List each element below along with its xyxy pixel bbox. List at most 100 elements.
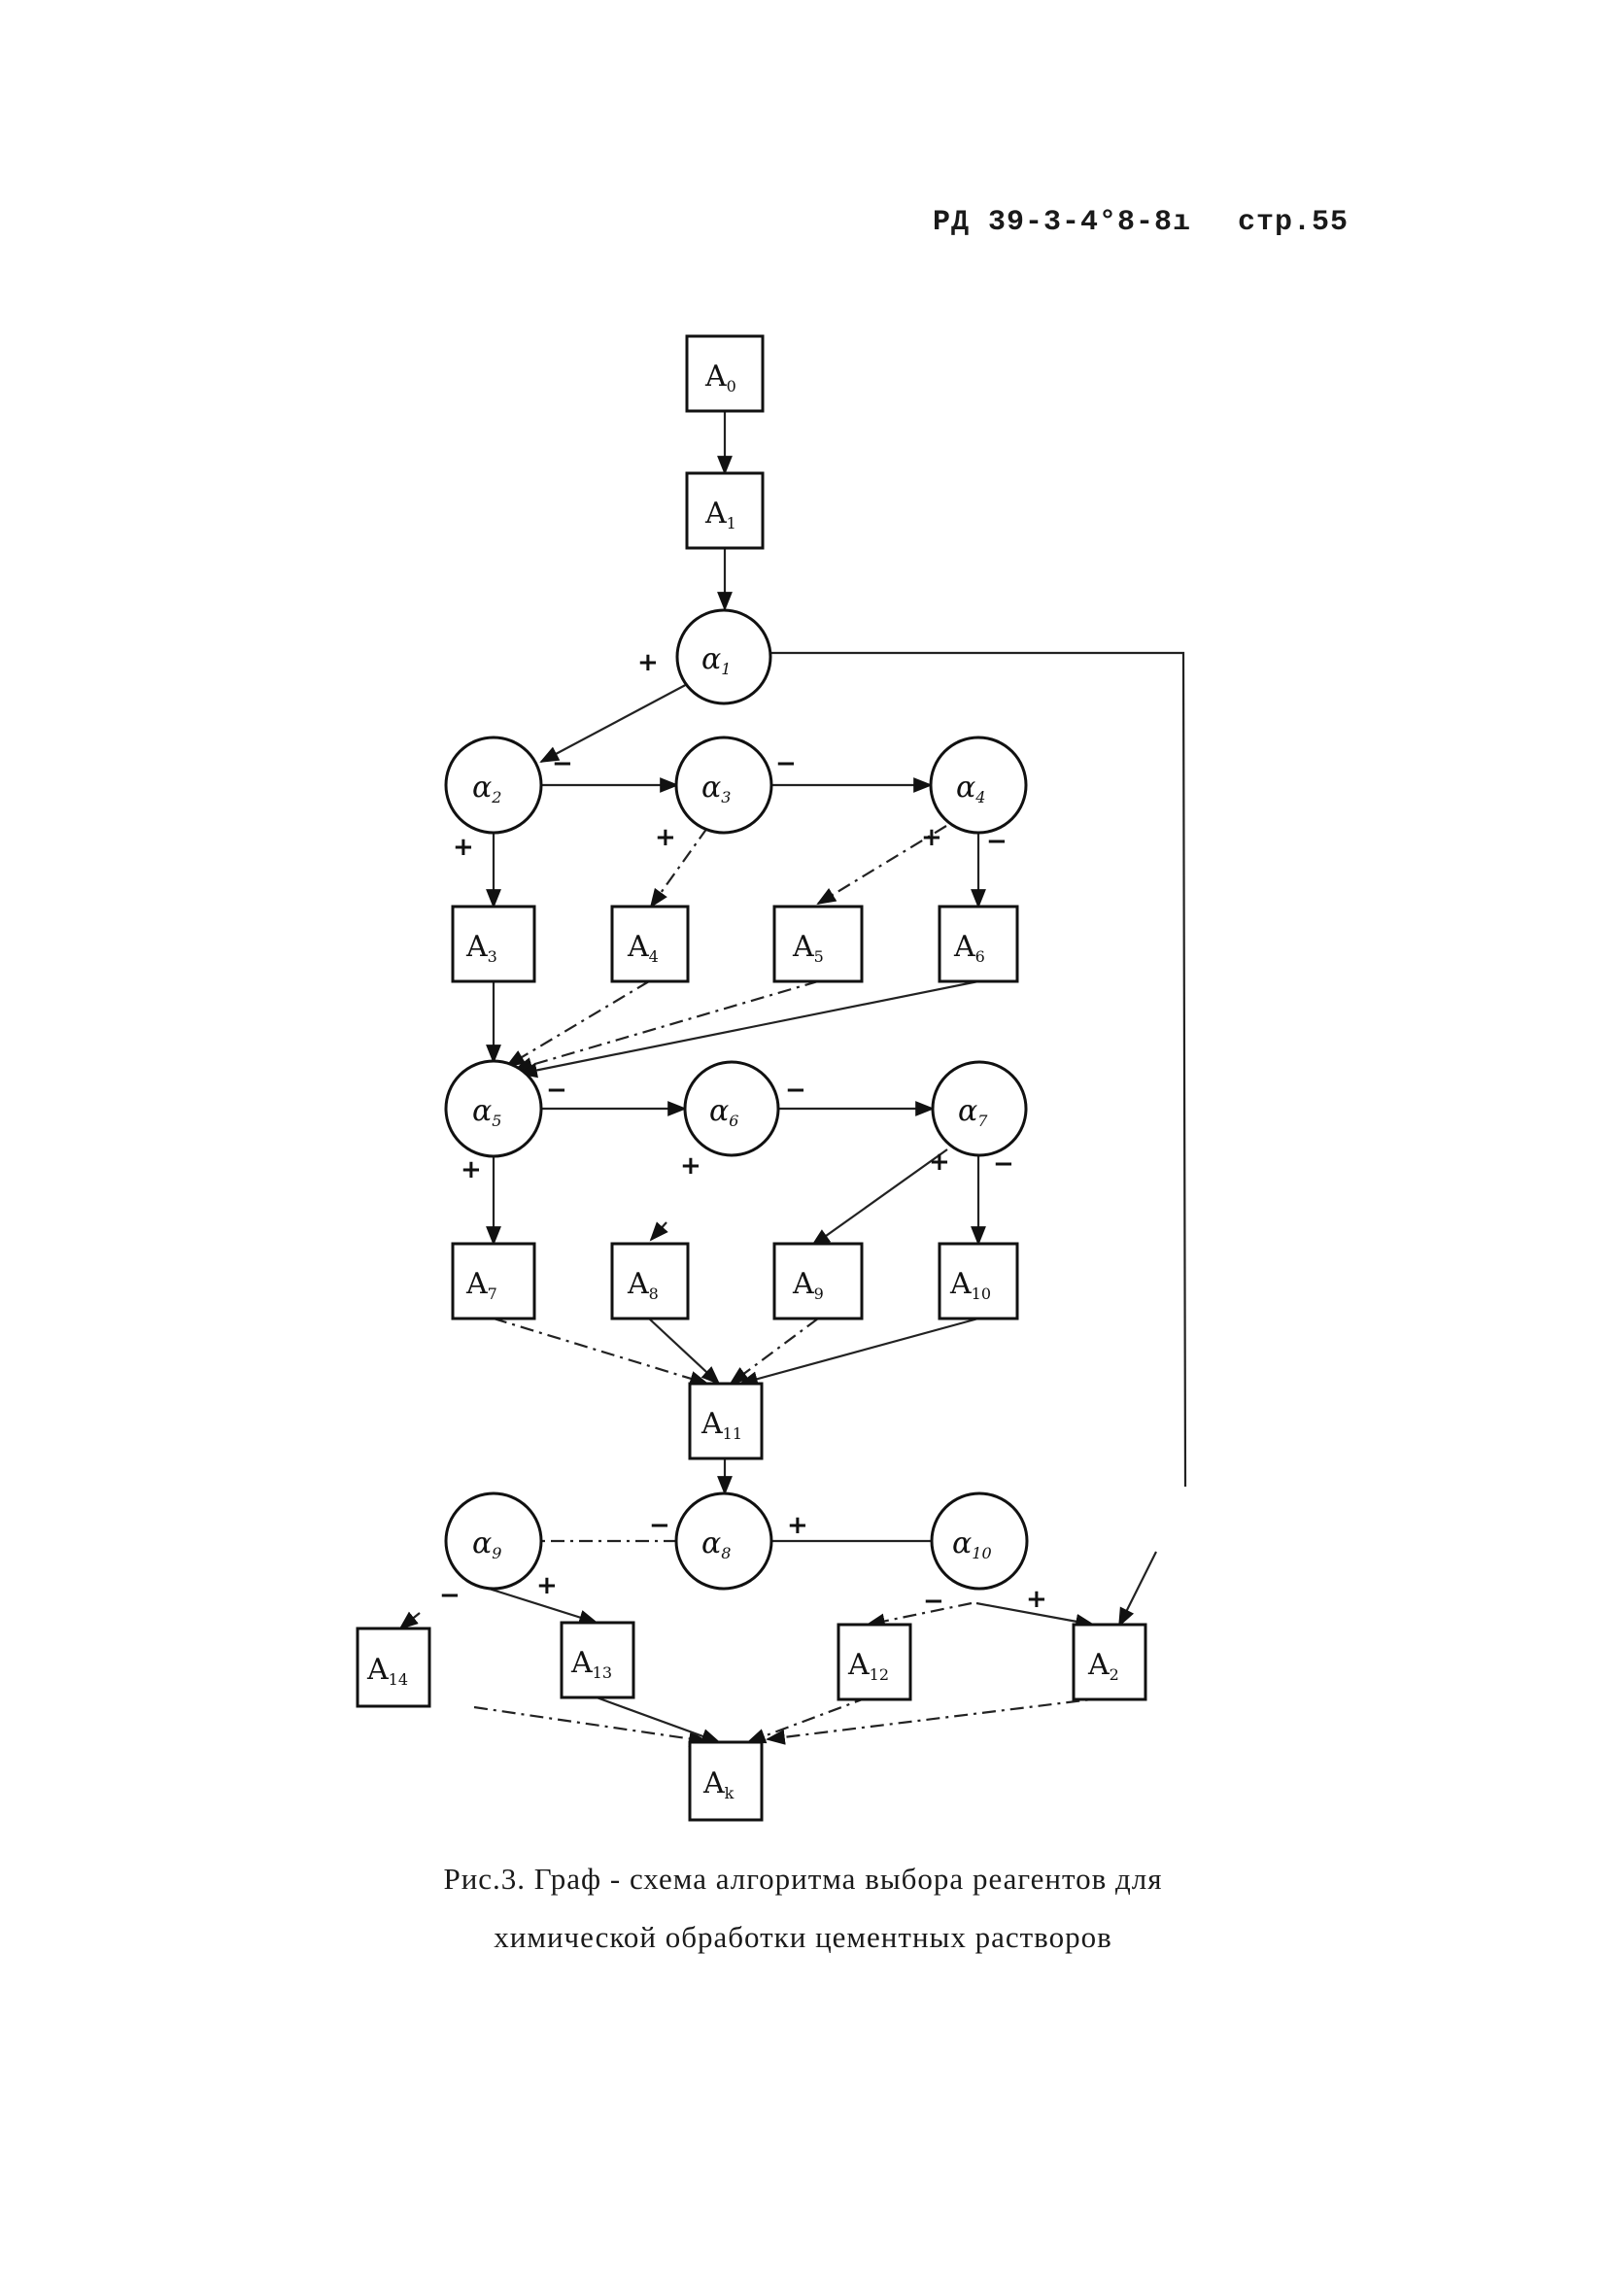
node-alpha3: α3 (674, 736, 773, 835)
node-alpha1: α1 (675, 608, 772, 705)
sign-a5-minus: − (546, 1076, 567, 1105)
sign-a10-plus: + (1026, 1585, 1047, 1614)
edge-a13-ak (596, 1696, 721, 1744)
condition-nodes: α1 α2 α3 α4 α5 α6 α7 α9 α8 α10 (444, 608, 1029, 1591)
svg-text:A7: A7 (465, 1267, 497, 1303)
svg-text:α1: α1 (701, 642, 731, 678)
node-alpha7: α7 (931, 1060, 1028, 1157)
node-a9: A9 (772, 1242, 864, 1320)
node-a13: A13 (560, 1621, 635, 1699)
document-id: РД 39-3-4°8-8ı (933, 206, 1192, 239)
svg-text:α10: α10 (952, 1526, 992, 1562)
svg-text:A0: A0 (704, 360, 736, 395)
edge-a8-a11 (648, 1318, 721, 1386)
sign-a3-plus: + (655, 823, 676, 852)
node-a4: A4 (610, 905, 690, 983)
edge-a-9-a14-stub (398, 1611, 421, 1630)
node-alpha9: α9 (444, 1491, 543, 1591)
svg-text:A14: A14 (366, 1653, 408, 1689)
svg-text:α6: α6 (709, 1094, 738, 1130)
svg-text:α3: α3 (701, 771, 731, 806)
svg-text:A12: A12 (847, 1648, 889, 1684)
node-a0: A0 (685, 334, 765, 413)
svg-text:A1: A1 (704, 497, 736, 532)
svg-text:α9: α9 (472, 1526, 501, 1562)
edge-bypass-a2-arrow (1118, 1551, 1157, 1628)
figure-caption-line-1: Рис.3. Граф - схема алгоритма выбора реа… (443, 1862, 1163, 1896)
page-number: стр.55 (1238, 206, 1350, 239)
node-a3: A3 (451, 905, 536, 983)
svg-text:A11: A11 (700, 1407, 742, 1443)
node-a11: A11 (688, 1382, 764, 1460)
sign-a8-minus: − (649, 1511, 670, 1540)
node-alpha8: α8 (674, 1491, 773, 1591)
edge-a-1-a-2 (539, 680, 694, 763)
node-a7: A7 (451, 1242, 536, 1320)
node-alpha5: α5 (444, 1059, 543, 1158)
node-ak: Ak (688, 1740, 764, 1822)
sign-a4-plus: + (921, 823, 942, 852)
edge-a6-a-5 (518, 979, 979, 1079)
svg-text:Ak: Ak (702, 1766, 735, 1802)
sign-a2-minus: − (552, 749, 573, 778)
node-alpha4: α4 (929, 736, 1028, 835)
edge-a-6-a8-stub (649, 1221, 668, 1242)
svg-text:A2: A2 (1087, 1648, 1119, 1684)
edge-a10-a11 (738, 1317, 979, 1387)
edges (398, 411, 1187, 1747)
svg-text:A13: A13 (570, 1646, 612, 1682)
edge-a5-a-5 (513, 979, 819, 1073)
svg-text:A9: A9 (792, 1267, 824, 1303)
edge-a4-a-5 (505, 980, 650, 1068)
edge-a-4-a5 (816, 825, 947, 906)
document-header: РД 39-3-4°8-8ı стр.55 (933, 206, 1395, 239)
operator-nodes: A0 A1 A3 A4 A5 A6 A7 A8 A9 A10 A11 A14 A… (356, 334, 1147, 1822)
edge-a2-ak (766, 1696, 1109, 1745)
sign-a7-minus: − (993, 1149, 1014, 1179)
edge-a7-a11 (493, 1317, 709, 1387)
svg-text:A3: A3 (465, 930, 497, 966)
node-alpha10: α10 (930, 1491, 1029, 1591)
svg-text:α8: α8 (701, 1526, 731, 1562)
node-a1: A1 (685, 471, 765, 550)
node-alpha6: α6 (683, 1060, 780, 1157)
sign-a4-minus: − (986, 827, 1008, 856)
edge-a14-ak (473, 1705, 708, 1747)
svg-text:A10: A10 (949, 1267, 991, 1303)
sign-a8-plus: + (787, 1511, 808, 1540)
sign-a6-plus: + (680, 1151, 701, 1181)
edge-a-10-a12 (866, 1601, 973, 1629)
sign-a10-minus: − (923, 1587, 944, 1616)
sign-a7-plus: + (929, 1148, 950, 1177)
edge-a-7-a9 (810, 1148, 948, 1248)
edge-a12-ak (746, 1696, 869, 1744)
sign-a2-plus: + (453, 833, 474, 862)
node-a12: A12 (837, 1623, 912, 1701)
edge-a-9-a13 (482, 1585, 598, 1626)
node-a14: A14 (356, 1627, 431, 1708)
node-a8: A8 (610, 1242, 690, 1320)
sign-a6-minus: − (785, 1076, 806, 1105)
node-a6: A6 (938, 905, 1019, 983)
sign-a9-plus: + (536, 1571, 558, 1600)
node-alpha2: α2 (444, 736, 543, 835)
edge-a-3-a4 (649, 827, 708, 908)
svg-text:A4: A4 (627, 930, 659, 966)
edge-a-1-bypass-a2 (770, 651, 1187, 1488)
svg-text:A8: A8 (627, 1267, 659, 1303)
svg-text:α5: α5 (472, 1094, 501, 1130)
branch-signs: + − + − + + − − + − + + − − + − + − + (439, 648, 1047, 1616)
sign-a3-minus: − (775, 749, 797, 778)
figure-caption-line-2: химической обработки цементных растворов (494, 1920, 1112, 1954)
svg-text:α4: α4 (956, 771, 985, 806)
svg-text:A5: A5 (792, 930, 824, 966)
node-a5: A5 (772, 905, 864, 983)
svg-text:α7: α7 (958, 1094, 988, 1130)
node-a10: A10 (938, 1242, 1019, 1320)
svg-text:α2: α2 (472, 771, 501, 806)
sign-a1-plus: + (637, 648, 659, 677)
sign-a5-plus: + (461, 1155, 482, 1184)
node-a2: A2 (1072, 1623, 1147, 1701)
svg-text:A6: A6 (953, 930, 985, 966)
sign-a9-minus: − (439, 1581, 461, 1610)
